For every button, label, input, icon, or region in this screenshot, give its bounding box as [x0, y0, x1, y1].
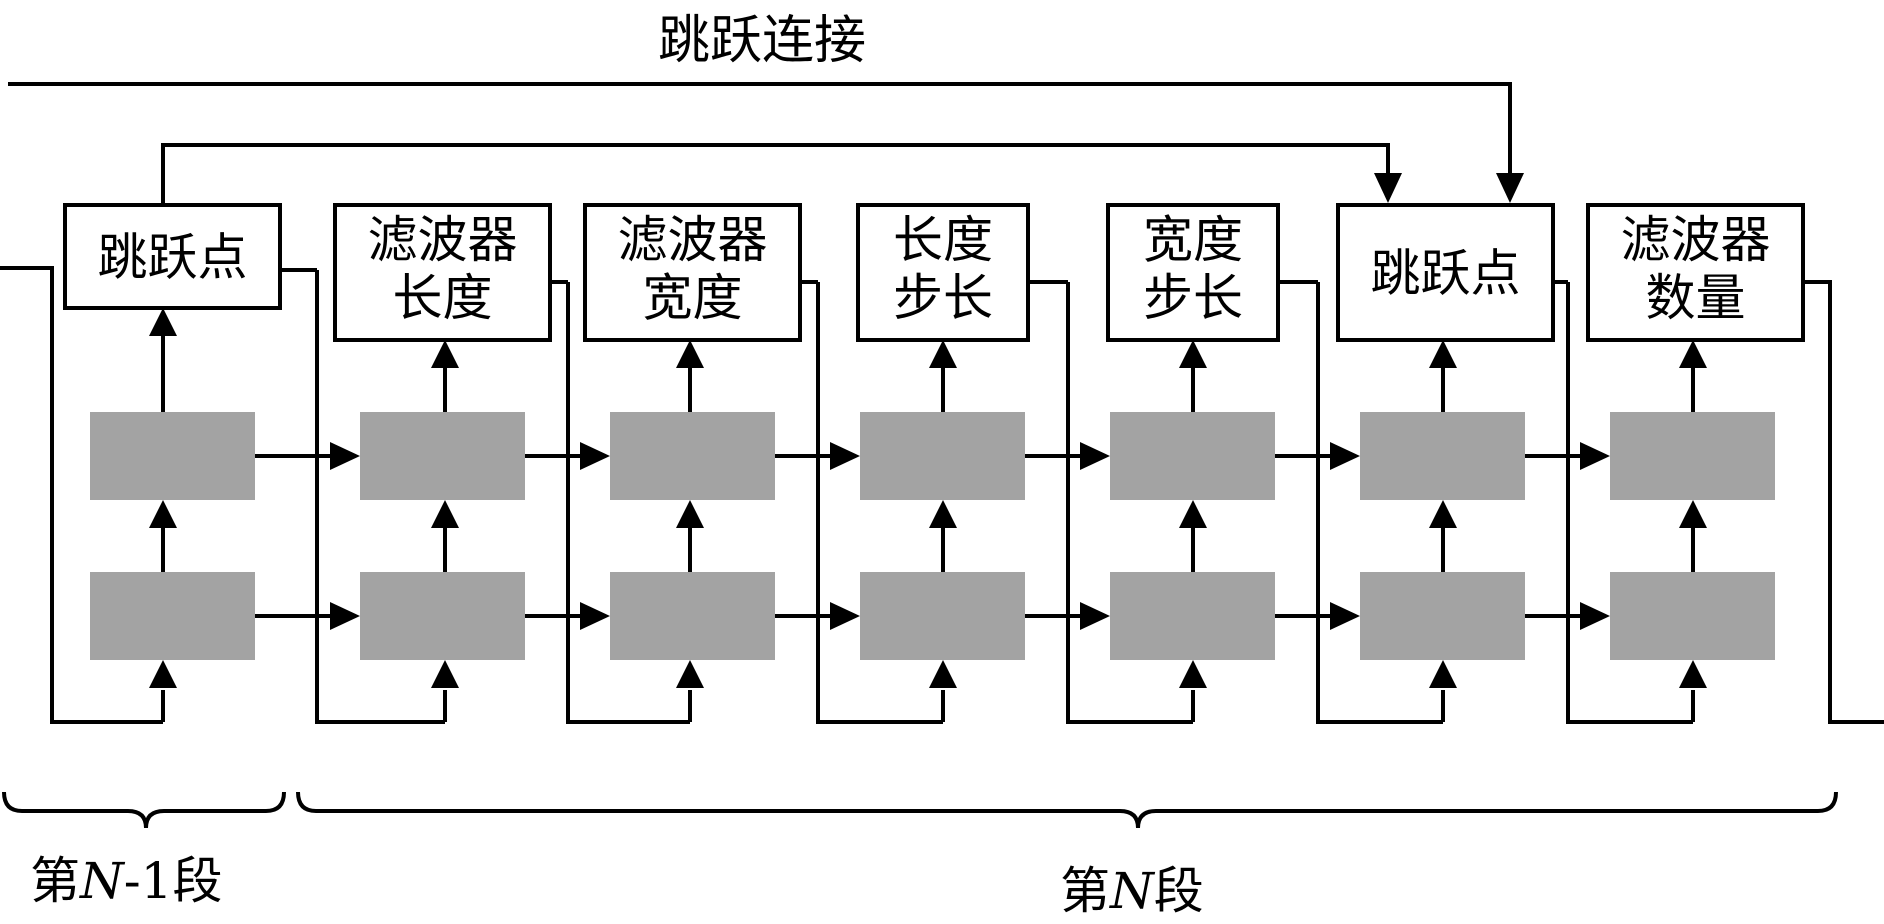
inner-skip-wire — [161, 143, 1390, 205]
cell-link-arrow — [929, 500, 957, 528]
cell-link-arrow — [1429, 500, 1457, 528]
stage-n-label-post: 段 — [1154, 862, 1204, 920]
block-label-line: 滤波器 — [368, 211, 518, 269]
box-link-arrow — [1679, 340, 1707, 368]
skip-connection-label: 跳跃连接 — [658, 11, 866, 71]
top-cell — [90, 412, 255, 500]
box-link-arrow — [1429, 340, 1457, 368]
bottom-row-link-arrow — [580, 602, 610, 630]
block-box-filter-width — [583, 203, 802, 342]
loop-entry-wire — [566, 282, 690, 724]
bottom-cell — [1610, 572, 1775, 660]
bottom-cell-input-arrow — [1679, 660, 1707, 688]
top-cell — [360, 412, 525, 500]
top-cell — [860, 412, 1025, 500]
loop-entry-wire — [1566, 282, 1693, 724]
box-link-arrow — [149, 308, 177, 336]
loop-exit-wire — [1803, 280, 1884, 724]
box-link-arrow — [1179, 340, 1207, 368]
bottom-cell-input-arrow — [149, 660, 177, 688]
stage-prev-label-pre: 第 — [30, 852, 80, 910]
cell-link-arrow — [1679, 500, 1707, 528]
bottom-cell — [860, 572, 1025, 660]
stage-n-brace — [296, 791, 1838, 829]
bottom-cell-input-arrow — [431, 660, 459, 688]
outer-skip-arrowhead — [1496, 173, 1524, 203]
bottom-row-link-arrow — [1330, 602, 1360, 630]
box-link-arrow — [929, 340, 957, 368]
stage-n-label-pre: 第 — [1060, 862, 1110, 920]
stage-n-label: 第N段 — [1060, 862, 1204, 920]
bottom-cell — [610, 572, 775, 660]
cell-link-arrow — [1179, 500, 1207, 528]
block-box-filter-length — [333, 203, 552, 342]
cell-link-arrow — [676, 500, 704, 528]
bottom-cell — [360, 572, 525, 660]
block-box-skip-point-2 — [1336, 203, 1555, 342]
outer-skip-wire — [8, 82, 1512, 178]
bottom-cell-input-arrow — [676, 660, 704, 688]
top-cell — [1110, 412, 1275, 500]
loop-entry-wire — [0, 266, 163, 724]
block-box-skip-point-1 — [63, 203, 282, 310]
inner-skip-arrowhead — [1374, 173, 1402, 203]
block-label-line: 滤波器 — [1621, 211, 1771, 269]
block-box-width-stride — [1106, 203, 1280, 342]
top-cell — [1610, 412, 1775, 500]
bottom-cell-input-arrow — [1429, 660, 1457, 688]
block-label-line: 步长 — [1143, 269, 1243, 327]
bottom-cell — [1360, 572, 1525, 660]
block-box-length-stride — [856, 203, 1030, 342]
bottom-cell — [90, 572, 255, 660]
top-row-link-arrow — [1330, 442, 1360, 470]
block-label-line: 宽度 — [643, 269, 743, 327]
loop-entry-wire — [1066, 282, 1193, 724]
skip-connection-wires — [8, 82, 1524, 205]
top-row-link-arrow — [1580, 442, 1610, 470]
top-row-link-arrow — [830, 442, 860, 470]
bottom-row-link-arrow — [330, 602, 360, 630]
column-skip-point-1: 跳跃点 — [0, 203, 360, 724]
loop-entry-wire — [816, 282, 943, 724]
cell-link-arrow — [149, 500, 177, 528]
stage-prev-label: 第N-1段 — [30, 852, 222, 910]
block-label-line: 滤波器 — [618, 211, 768, 269]
stage-n-label-var: N — [1109, 862, 1156, 920]
stage-prev-brace — [2, 791, 286, 829]
bottom-cell-input-arrow — [929, 660, 957, 688]
bottom-cell — [1110, 572, 1275, 660]
loop-entry-wire — [315, 270, 445, 724]
box-link-arrow — [676, 340, 704, 368]
block-box-filter-count — [1586, 203, 1805, 342]
bottom-cell-input-arrow — [1179, 660, 1207, 688]
block-label-line: 长度 — [893, 211, 993, 269]
cell-link-arrow — [431, 500, 459, 528]
stage-prev-label-var: N — [79, 852, 126, 910]
block-label-line: 跳跃点 — [1371, 245, 1521, 303]
loop-entry-wire — [1316, 282, 1443, 724]
top-cell — [610, 412, 775, 500]
bottom-row-link-arrow — [1080, 602, 1110, 630]
top-cell — [1360, 412, 1525, 500]
top-row-link-arrow — [1080, 442, 1110, 470]
column-skip-point-2: 跳跃点 — [1316, 203, 1610, 724]
stage-prev-label-post: -1段 — [124, 852, 223, 910]
block-label-line: 步长 — [893, 269, 993, 327]
top-row-link-arrow — [580, 442, 610, 470]
block-label-line: 长度 — [393, 269, 493, 327]
stage-columns: 跳跃点滤波器长度滤波器宽度长度步长宽度步长跳跃点滤波器数量 — [0, 203, 1884, 724]
box-link-arrow — [431, 340, 459, 368]
bottom-row-link-arrow — [830, 602, 860, 630]
block-label-line: 跳跃点 — [98, 229, 248, 287]
block-label-line: 数量 — [1646, 269, 1746, 327]
top-row-link-arrow — [330, 442, 360, 470]
block-label-line: 宽度 — [1143, 211, 1243, 269]
bottom-row-link-arrow — [1580, 602, 1610, 630]
